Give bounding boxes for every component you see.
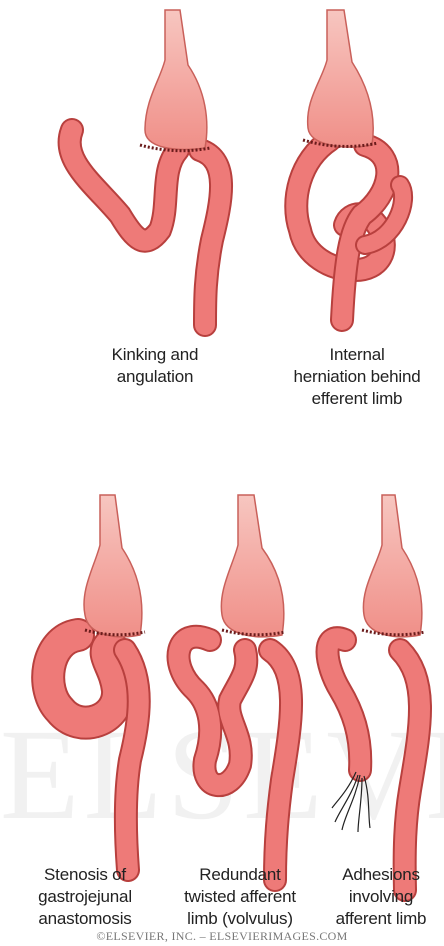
caption-stenosis: Stenosis of gastrojejunal anastomosis [10,864,160,930]
caption-line: Redundant [165,864,315,886]
caption-line: efferent limb [270,388,444,410]
caption-line: afferent limb [318,908,444,930]
caption-line: herniation behind [270,366,444,388]
stomach [84,495,142,637]
stomach [363,495,421,637]
panel-internal-herniation-illustration [296,10,403,320]
caption-line: gastrojejunal [10,886,160,908]
panel-volvulus-illustration [179,495,292,880]
caption-line: limb (volvulus) [165,908,315,930]
caption-volvulus: Redundant twisted afferent limb (volvulu… [165,864,315,930]
caption-line: Kinking and [70,344,240,366]
caption-line: involving [318,886,444,908]
panel-stenosis-illustration [48,495,145,870]
stomach [308,10,374,147]
caption-line: twisted afferent [165,886,315,908]
stomach [221,495,283,637]
panel-kinking-illustration [70,10,221,325]
caption-kinking: Kinking and angulation [70,344,240,388]
stomach [145,10,207,149]
panel-adhesions-illustration [328,495,426,890]
caption-line: angulation [70,366,240,388]
caption-adhesions: Adhesions involving afferent limb [318,864,444,930]
caption-line: Internal [270,344,444,366]
caption-line: Stenosis of [10,864,160,886]
caption-line: Adhesions [318,864,444,886]
caption-line: anastomosis [10,908,160,930]
caption-internal-herniation: Internal herniation behind efferent limb [270,344,444,410]
copyright-notice: ©ELSEVIER, INC. – ELSEVIERIMAGES.COM [0,929,444,944]
